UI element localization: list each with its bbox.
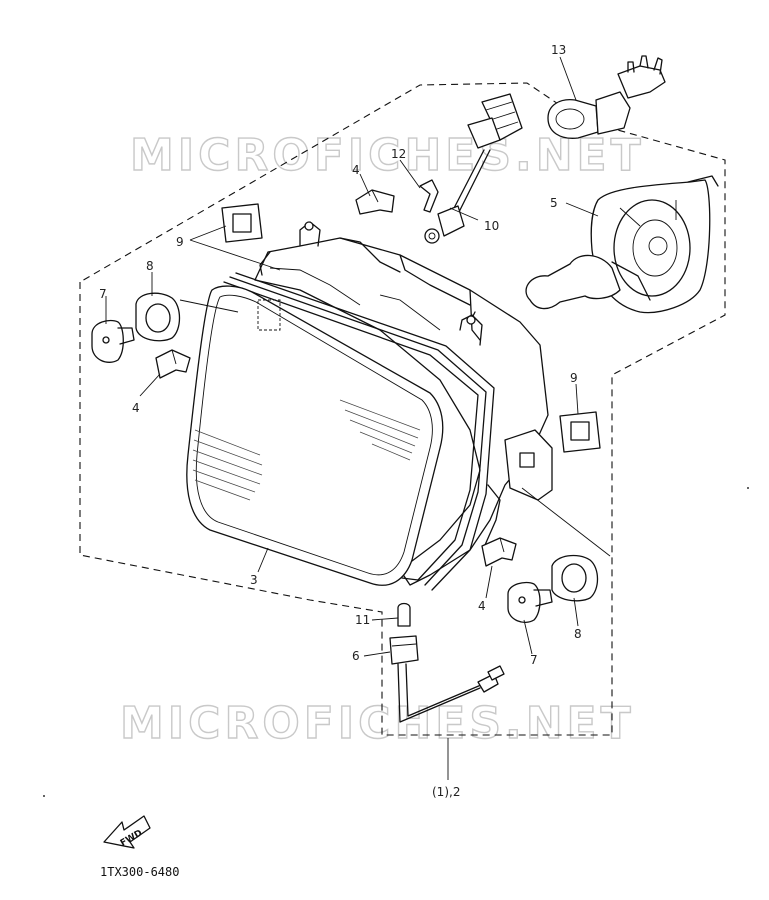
callout-8-right: 8 [574, 627, 582, 641]
screw-7-right [507, 581, 553, 623]
callout-labels: 13 12 10 5 4 9 8 7 4 9 3 4 8 7 11 6 (1),… [99, 43, 582, 799]
grommet-9-top [221, 203, 263, 243]
callout-5: 5 [550, 196, 558, 210]
adjuster-8-right [551, 554, 599, 602]
headlight-housing [254, 237, 549, 586]
wire-clip [419, 179, 439, 213]
screw-7-left [91, 319, 135, 363]
headlight-unit [186, 221, 553, 591]
callout-assy: (1),2 [432, 785, 460, 799]
adjuster-8-left [135, 292, 181, 342]
lens-pattern [192, 399, 421, 501]
callout-4-top: 4 [352, 163, 360, 177]
callout-9-right: 9 [570, 371, 578, 385]
callout-9-left: 9 [176, 235, 184, 249]
watermark-bottom: MICROFICHES.NET [120, 698, 635, 749]
callout-4-left: 4 [132, 401, 140, 415]
headlight-bulb [547, 55, 666, 139]
clip-4-top [355, 189, 395, 215]
position-socket [389, 635, 505, 723]
callout-7-left: 7 [99, 287, 107, 301]
headlight-lens [186, 285, 444, 586]
assembly-boundary [79, 82, 726, 736]
callout-13: 13 [551, 43, 566, 57]
callout-3: 3 [250, 573, 258, 587]
clip-4-bottom [481, 537, 517, 567]
callout-8-left: 8 [146, 259, 154, 273]
callout-10: 10 [484, 219, 499, 233]
socket-cord [424, 93, 523, 244]
callout-6: 6 [352, 649, 360, 663]
callout-7-right: 7 [530, 653, 538, 667]
callout-11: 11 [355, 613, 370, 627]
rear-cover [525, 175, 719, 314]
speck [747, 487, 749, 489]
speck [43, 795, 45, 797]
callout-4-bottom: 4 [478, 599, 486, 613]
watermark-top: MICROFICHES.NET [130, 130, 645, 181]
position-bulb [397, 602, 411, 627]
callout-12: 12 [391, 147, 406, 161]
diagram-code: 1TX300-6480 [100, 865, 179, 879]
grommet-9-right [559, 411, 601, 453]
fwd-arrow-icon: FWD [103, 815, 151, 849]
clip-4-left [155, 349, 191, 379]
leader-lines [105, 56, 611, 780]
